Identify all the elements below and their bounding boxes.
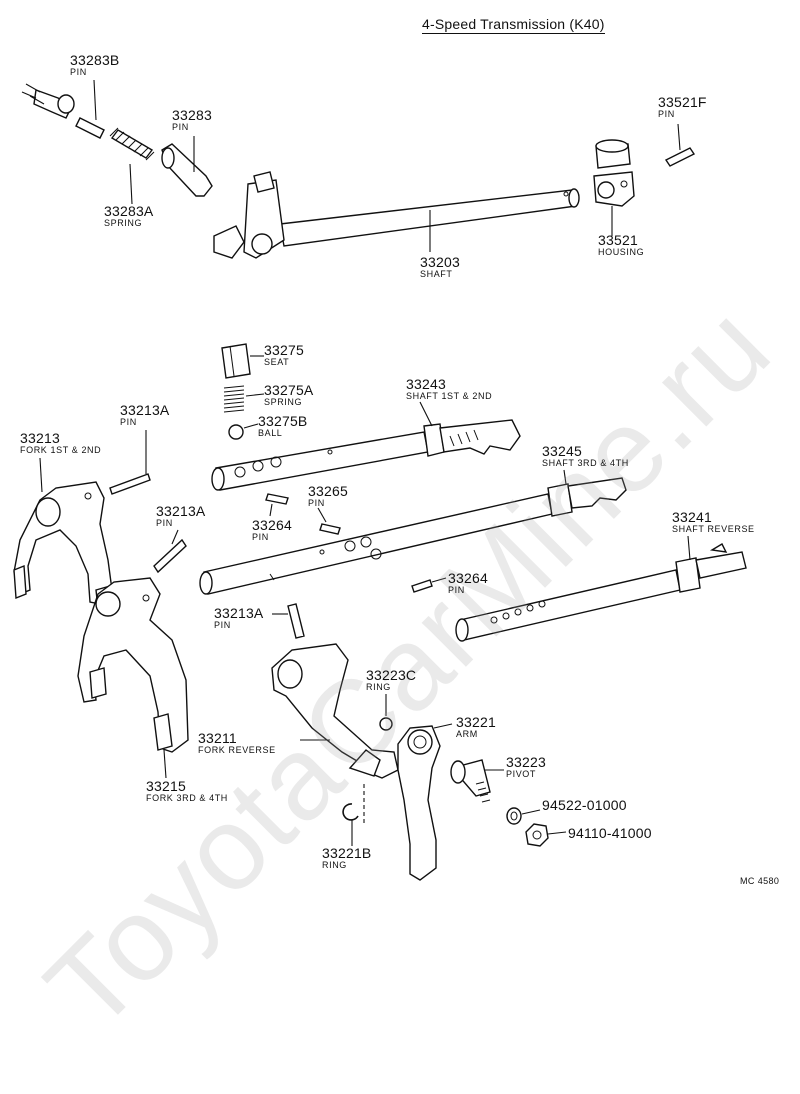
part-drawing-33221 [397, 725, 441, 881]
part-drawing-33213 [13, 481, 113, 609]
part-drawing-33241 [455, 543, 747, 642]
label-94110-41000: 94110-41000 [568, 825, 652, 841]
part-drawing-33283b [21, 83, 105, 139]
part-drawing-33521f [664, 147, 696, 167]
part-drawing-33283a [109, 127, 155, 161]
part-drawing-33275b [228, 424, 244, 440]
part-drawing-33275 [221, 343, 251, 379]
part-drawing-94522 [506, 807, 522, 825]
part-drawing-33213a-3 [287, 603, 305, 639]
part-drawing-33264-2 [411, 579, 433, 593]
part-drawing-33211 [271, 643, 399, 779]
figure-code: MC 4580 [740, 876, 780, 886]
part-drawing-33283 [161, 143, 213, 197]
part-drawing-33213a-1 [109, 473, 151, 495]
part-drawing-33275a [223, 385, 245, 413]
part-drawing-33223c [379, 717, 393, 731]
part-drawing-94110 [525, 823, 549, 847]
part-drawing-33521 [593, 139, 635, 207]
part-drawing-33203 [213, 171, 580, 259]
label-94522-01000: 94522-01000 [542, 797, 627, 813]
part-drawing-33265 [319, 523, 341, 535]
part-drawing-33264-1 [265, 493, 289, 505]
diagram-title: 4-Speed Transmission (K40) [422, 16, 605, 34]
part-drawing-33221b [342, 803, 359, 821]
part-drawing-33245 [199, 477, 627, 595]
part-drawing-33213a-2 [153, 538, 187, 574]
part-drawing-33223 [450, 759, 491, 803]
part-drawing-33243 [211, 419, 521, 491]
part-drawing-33215 [77, 577, 189, 753]
